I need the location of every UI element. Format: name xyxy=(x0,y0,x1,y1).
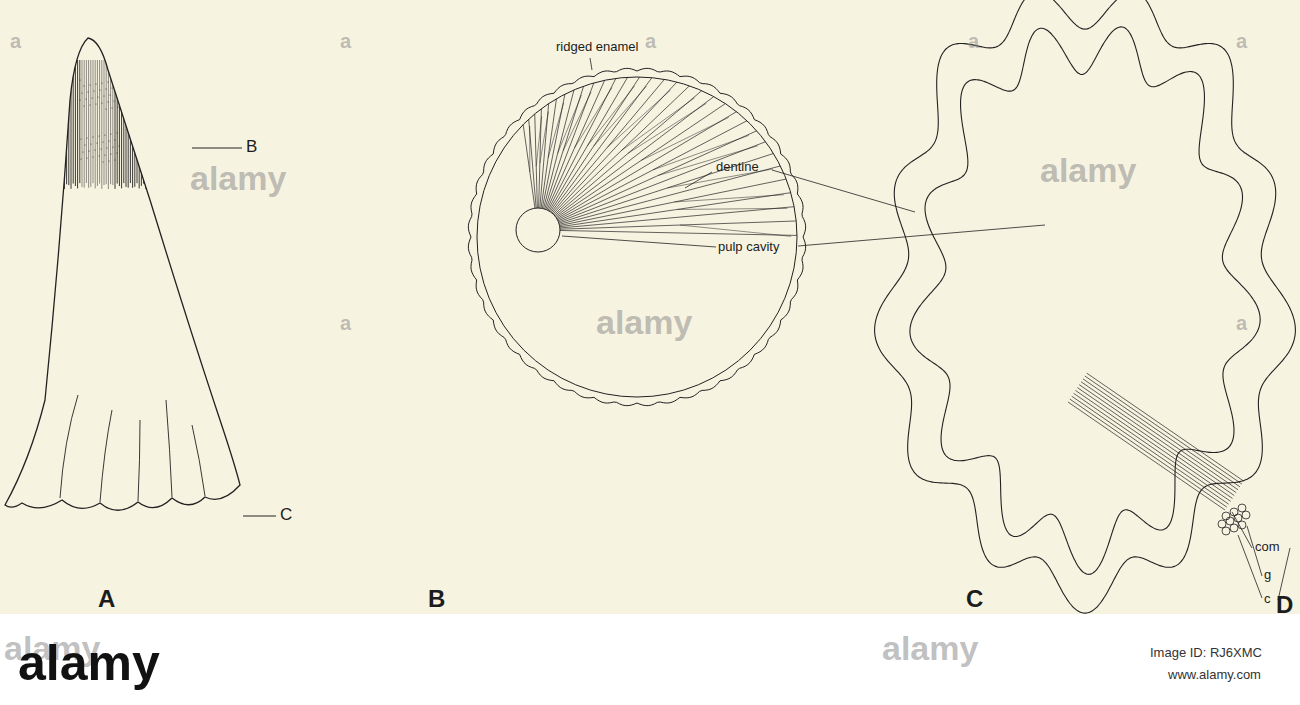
section-pointer xyxy=(192,148,242,149)
cross-section xyxy=(468,68,805,405)
image-id: Image ID: RJ6XMC xyxy=(1150,646,1262,660)
watermark: a xyxy=(1236,312,1247,334)
watermark: a xyxy=(340,30,351,52)
leader-line xyxy=(685,172,712,188)
dentine-boundary xyxy=(477,77,797,397)
part-label: c xyxy=(1264,592,1271,606)
outer-fold xyxy=(875,0,1296,613)
watermark: a xyxy=(1236,30,1247,52)
panel-letter: A xyxy=(98,586,115,612)
part-label: dentine xyxy=(716,160,759,174)
tooth-cone xyxy=(5,38,240,510)
watermark: a xyxy=(645,30,656,52)
footer-band xyxy=(0,614,1300,705)
compound-detail xyxy=(1068,373,1290,600)
panel-letter: B xyxy=(428,586,445,612)
leader-line xyxy=(1232,512,1252,548)
leader-line xyxy=(590,58,592,70)
inner-fold xyxy=(910,27,1260,574)
part-label: g xyxy=(1264,568,1271,582)
logo-text: alamy xyxy=(18,636,160,691)
panel-letter: D xyxy=(1276,592,1293,618)
panel-letter: C xyxy=(966,586,983,612)
part-label: pulp cavity xyxy=(718,240,779,254)
watermark: a xyxy=(10,30,21,52)
watermark: alamy xyxy=(1040,152,1136,189)
part-label: ridged enamel xyxy=(556,40,638,54)
flute-line xyxy=(60,395,78,498)
watermark: alamy xyxy=(882,630,978,667)
part-label: com xyxy=(1255,540,1280,554)
leader-line xyxy=(562,236,716,247)
watermark: alamy xyxy=(190,160,286,197)
section-pointer xyxy=(243,516,276,517)
watermark: a xyxy=(968,30,979,52)
cone-outline xyxy=(5,38,240,510)
flute-line xyxy=(166,400,172,497)
folded-section xyxy=(875,0,1296,613)
section-letter: C xyxy=(280,506,292,525)
pulp-circle xyxy=(516,208,560,252)
site-url: www.alamy.com xyxy=(1168,668,1261,682)
flute-line xyxy=(138,420,140,501)
flute-line xyxy=(100,410,112,502)
flute-line xyxy=(192,425,205,496)
leader-line xyxy=(798,225,1045,246)
watermark: alamy xyxy=(596,304,692,341)
leader-line xyxy=(772,170,915,212)
enamel-ridge xyxy=(468,68,805,405)
section-letter: B xyxy=(246,138,257,157)
watermark: a xyxy=(340,312,351,334)
